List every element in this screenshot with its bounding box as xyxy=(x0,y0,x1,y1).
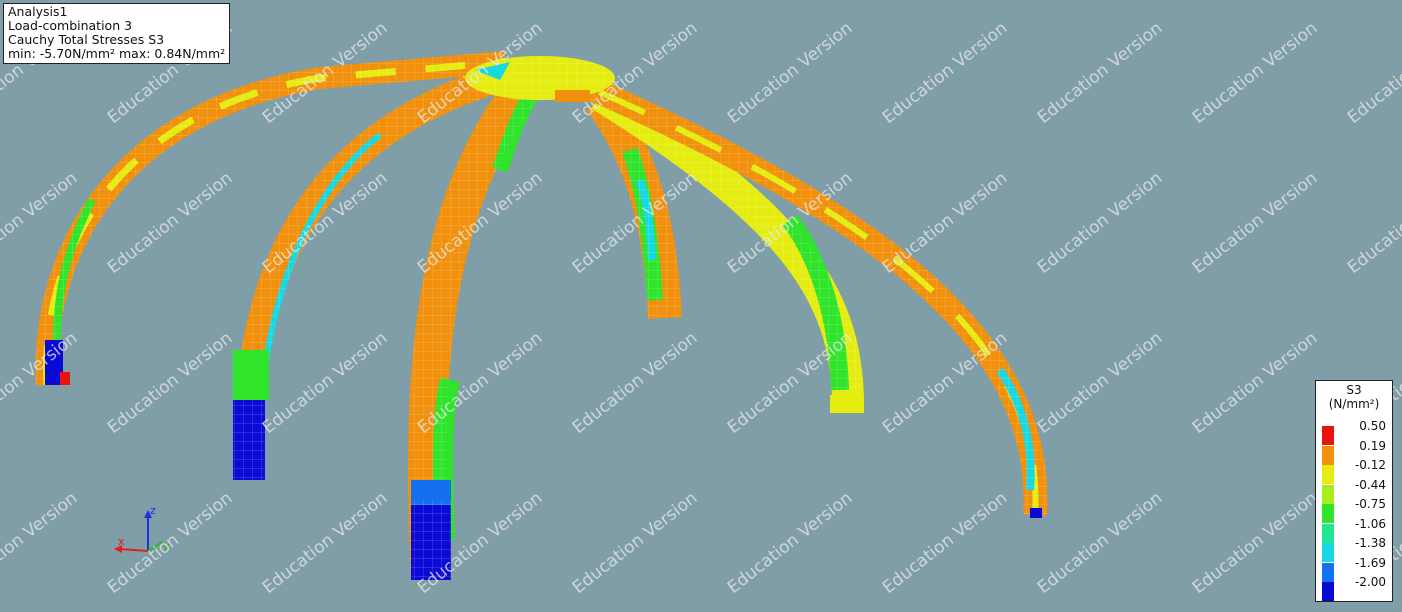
legend-value: -2.00 xyxy=(1354,575,1386,589)
legend-swatch xyxy=(1322,562,1334,582)
arch-center-front xyxy=(407,67,545,580)
crown xyxy=(465,56,615,102)
legend-swatch xyxy=(1322,445,1334,465)
axis-triad: z x y xyxy=(114,504,170,553)
arch-far-left xyxy=(35,51,506,386)
result-type: Cauchy Total Stresses S3 xyxy=(8,32,165,47)
arch-right-middle xyxy=(591,81,865,413)
legend-value: -1.69 xyxy=(1354,555,1386,570)
arch-far-right xyxy=(555,63,1048,518)
legend-swatch xyxy=(1322,465,1334,484)
arch-left xyxy=(233,64,505,480)
result-range: min: -5.70N/mm² max: 0.84N/mm² xyxy=(8,46,226,61)
legend-swatch xyxy=(1322,523,1334,543)
legend-swatch xyxy=(1322,504,1334,523)
x-axis xyxy=(119,548,149,552)
y-axis xyxy=(147,541,163,552)
z-axis-label: z xyxy=(150,504,156,517)
legend-value: -0.75 xyxy=(1354,497,1386,511)
load-case-name: Load-combination 3 xyxy=(8,18,133,33)
legend-swatch xyxy=(1322,426,1334,445)
legend-value: 0.19 xyxy=(1359,438,1386,453)
legend-value: 0.50 xyxy=(1359,419,1386,433)
legend-swatch xyxy=(1322,484,1334,504)
result-info-box: Analysis1 Load-combination 3 Cauchy Tota… xyxy=(3,3,231,64)
legend-value: -1.06 xyxy=(1354,516,1386,531)
y-axis-label: y xyxy=(163,540,170,553)
legend-quantity: S3 xyxy=(1346,383,1362,397)
legend-value: -1.38 xyxy=(1354,536,1386,550)
legend-swatch xyxy=(1322,582,1334,601)
legend-unit: (N/mm²) xyxy=(1328,397,1380,411)
legend-title: S3 (N/mm²) xyxy=(1316,383,1392,411)
x-axis-label: x xyxy=(118,535,125,548)
legend-swatch xyxy=(1322,543,1334,562)
legend-value: -0.44 xyxy=(1354,477,1386,492)
analysis-name: Analysis1 xyxy=(8,4,68,19)
legend-value: -0.12 xyxy=(1354,458,1386,472)
color-legend[interactable]: S3 (N/mm²) 0.50 0.19 -0.12 -0.44 -0.75 -1.06 -… xyxy=(1315,380,1393,602)
